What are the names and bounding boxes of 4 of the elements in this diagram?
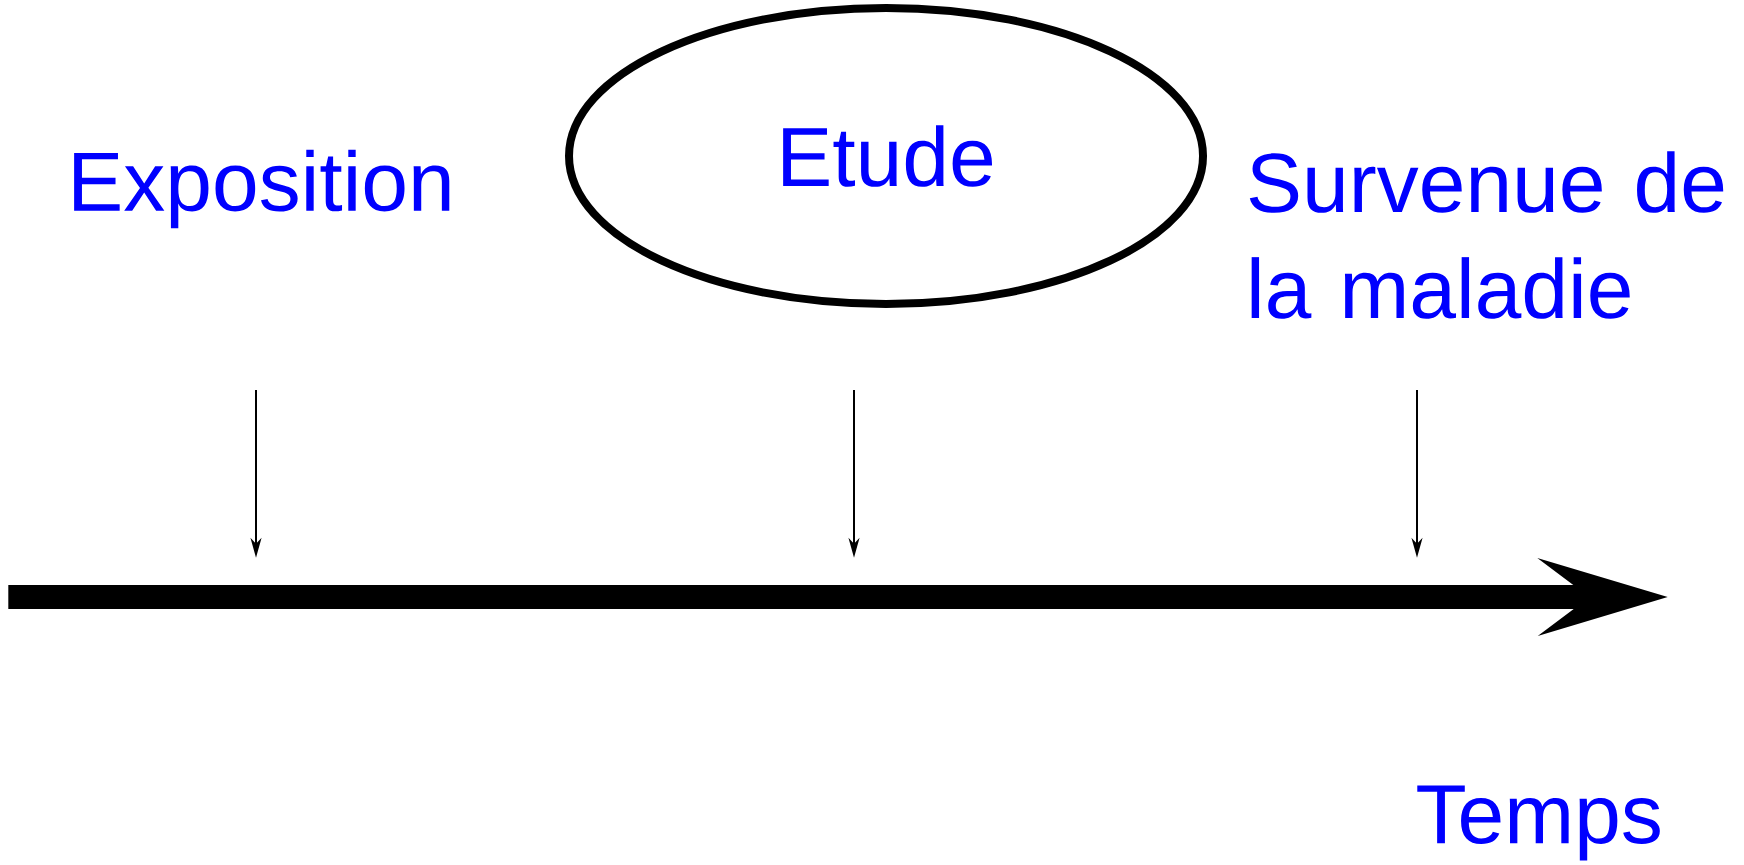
event-label: Survenue de la maladie [1249,151,1724,319]
event-label: Exposition [74,149,450,229]
time-axis [8,558,1668,636]
axis-label: Temps [1417,785,1660,861]
